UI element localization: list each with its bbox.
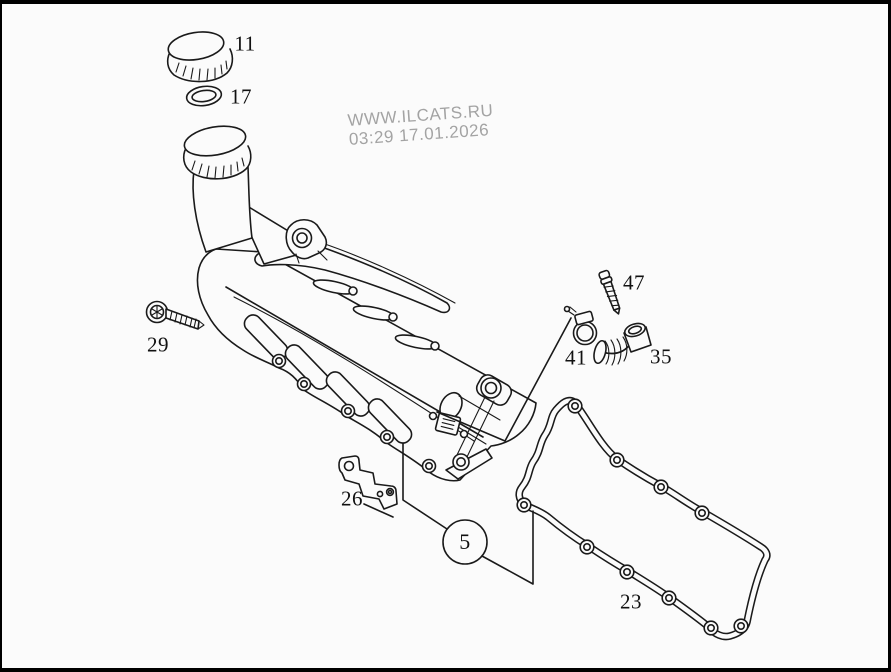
cover-right-end	[428, 374, 513, 480]
cover-ribs	[243, 314, 413, 444]
seal-ring-drawing	[185, 85, 223, 107]
screw-29-drawing	[145, 300, 205, 330]
top-bolt-ear	[285, 218, 328, 264]
callout-41-hose-clamp: 41	[565, 345, 587, 370]
callout-26-bracket: 26	[341, 486, 363, 511]
flange-bolt-holes	[271, 353, 437, 474]
callout-35-vent-hose: 35	[650, 344, 672, 369]
vent-hose-drawing	[593, 322, 652, 366]
callout-11-filler-cap: 11	[234, 31, 256, 56]
screw-47-drawing	[598, 269, 621, 315]
hose-clamp-drawing	[563, 305, 598, 346]
valve-cover-drawing	[192, 166, 537, 482]
bracket-26-drawing	[338, 455, 398, 510]
callout-23-gasket: 23	[620, 589, 642, 614]
callout-17-seal-ring: 17	[230, 84, 252, 109]
callout-5-balloon	[442, 519, 488, 565]
gasket-drawing	[515, 396, 771, 641]
neck-cap-drawing	[182, 125, 252, 180]
callout-47-tapping-screw: 47	[623, 270, 645, 295]
gasket-bolt-holes	[516, 398, 749, 636]
filler-cap-drawing	[166, 31, 234, 83]
leader-lines	[363, 317, 572, 585]
callout-5-cover-assembly: 5	[459, 529, 471, 554]
callout-29-screw: 29	[147, 332, 169, 357]
spark-plug-recesses	[312, 279, 440, 351]
